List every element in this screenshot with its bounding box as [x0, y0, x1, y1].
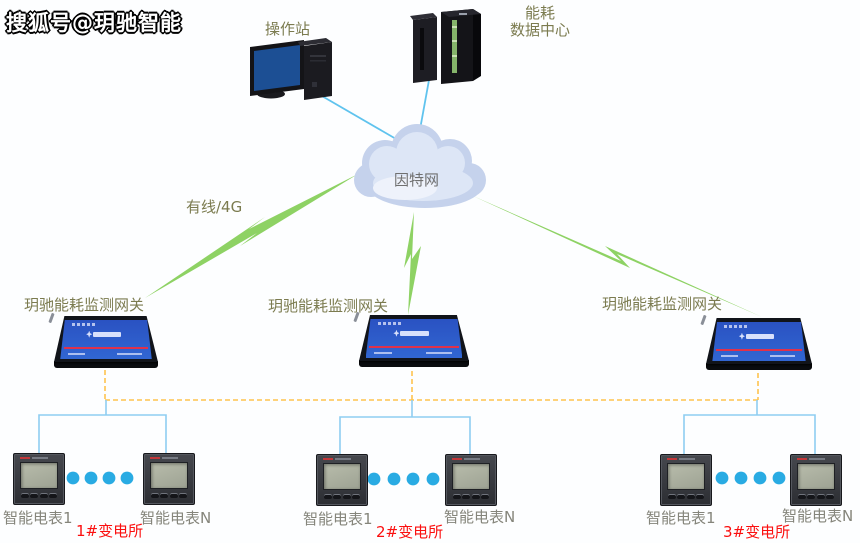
meter-label-3-first: 智能电表1 — [646, 509, 716, 527]
internet-cloud-shape — [354, 124, 486, 208]
meter-device-2-last — [445, 454, 497, 506]
lightning-bolt-middle — [404, 212, 421, 315]
operator-workstation-icon — [250, 38, 332, 100]
meter-lcd — [323, 463, 361, 490]
meter-bus-blue — [38, 400, 816, 455]
meter-lcd — [452, 463, 490, 490]
substation-label-1: 1#变电所 — [76, 522, 144, 540]
lightning-bolt-left — [145, 174, 358, 298]
watermark: 搜狐号@玥驰智能 — [6, 11, 182, 35]
uplink-type-label: 有线/4G — [186, 198, 243, 216]
meter-label-2-first: 智能电表1 — [303, 510, 373, 528]
lightning-bolt-right — [473, 196, 762, 317]
meter-label-3-last: 智能电表N — [782, 507, 854, 525]
link-operator-internet — [314, 91, 404, 144]
datacenter-label: 能耗 数据中心 — [495, 5, 585, 39]
meter-label-1-first: 智能电表1 — [3, 509, 73, 527]
gateway-label-3: 玥驰能耗监测网关 — [602, 295, 723, 313]
datacenter-label-line2: 数据中心 — [509, 21, 570, 39]
datacenter-server-icon — [410, 9, 481, 84]
meter-label-1-last: 智能电表N — [140, 509, 212, 527]
gateway-device-3 — [700, 314, 812, 372]
internet-label: 因特网 — [394, 171, 440, 189]
ellipsis-dots — [66, 471, 786, 486]
meter-device-2-first — [316, 454, 368, 506]
gateway-label-2: 玥驰能耗监测网关 — [268, 297, 389, 315]
gateway-device-2 — [353, 311, 469, 369]
meter-bus-right — [683, 414, 816, 455]
gateway-device-1 — [48, 312, 158, 370]
meter-device-3-first — [660, 454, 712, 506]
gateway-label-1: 玥驰能耗监测网关 — [24, 296, 145, 314]
meter-lcd — [20, 462, 58, 489]
meter-bus-left — [38, 414, 167, 454]
meter-device-1-last — [143, 453, 195, 505]
lightning-links — [145, 174, 762, 317]
meter-lcd — [150, 462, 188, 489]
meter-label-2-last: 智能电表N — [444, 508, 516, 526]
gateway-bus-orange — [104, 370, 759, 401]
meter-device-3-last — [790, 454, 842, 506]
substation-label-3: 3#变电所 — [723, 523, 791, 541]
meter-device-1-first — [13, 453, 65, 505]
datacenter-label-line1: 能耗 — [524, 4, 555, 22]
operator-station-label: 操作站 — [265, 20, 311, 38]
substation-label-2: 2#变电所 — [376, 523, 444, 541]
meter-lcd — [667, 463, 705, 490]
meter-bus-middle — [339, 416, 471, 455]
meter-lcd — [797, 463, 835, 490]
